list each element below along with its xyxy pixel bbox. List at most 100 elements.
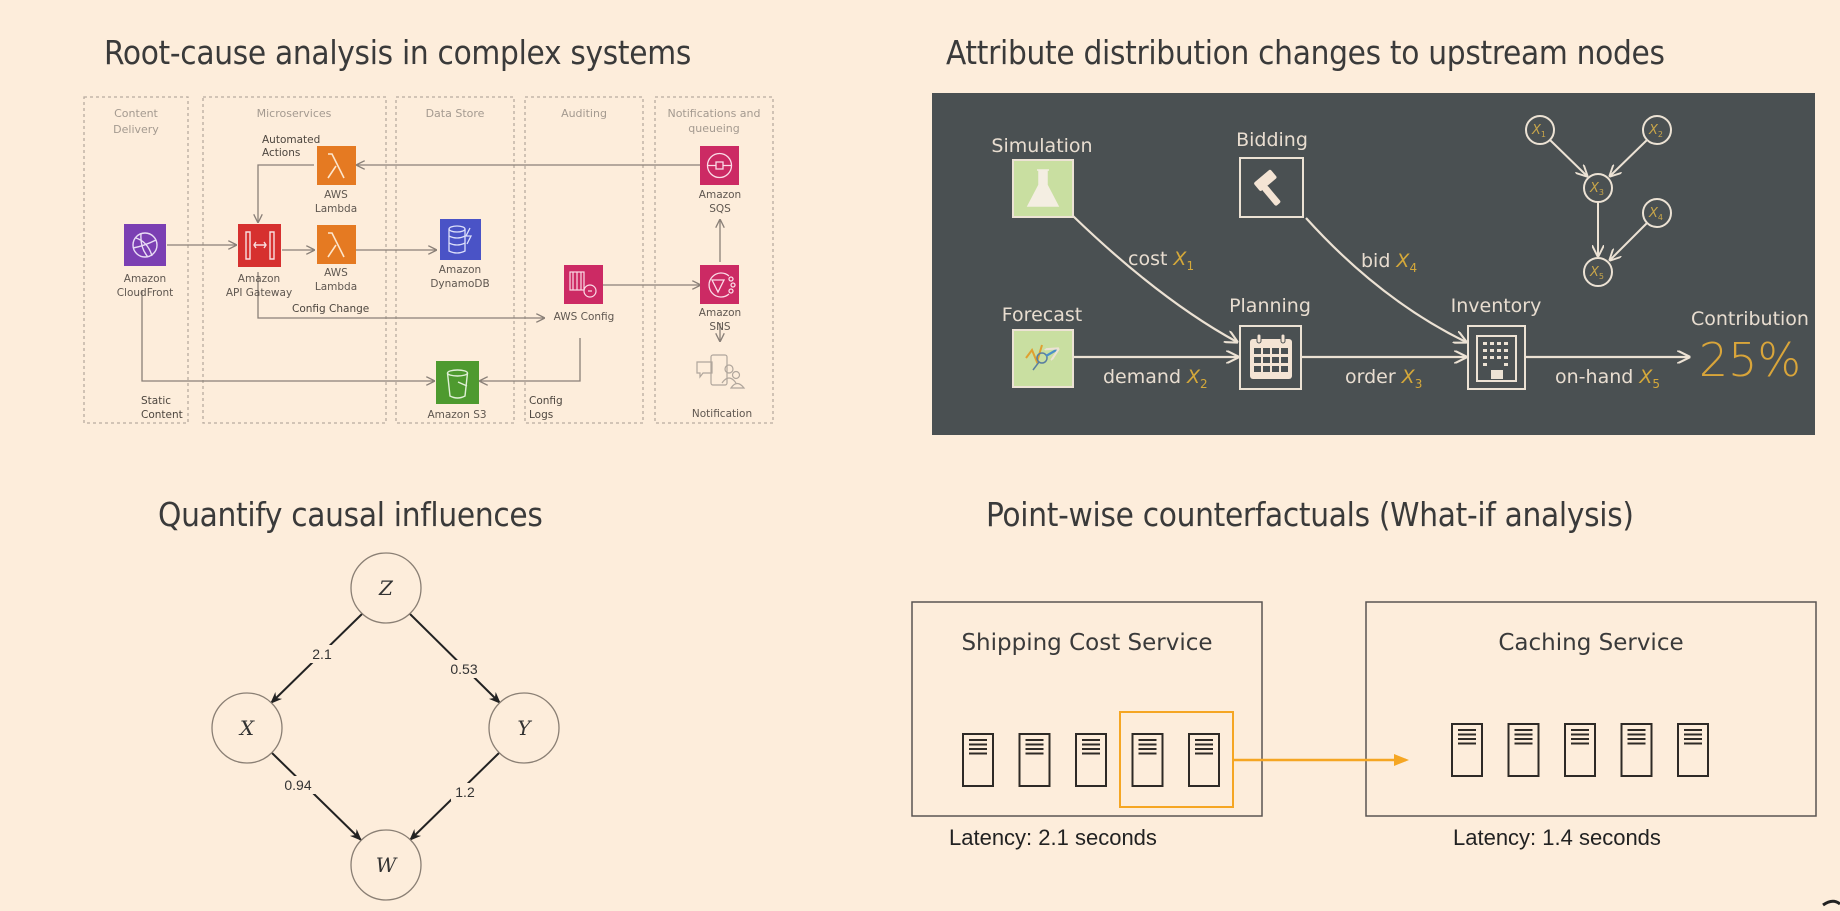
node-inventory[interactable]: [1467, 325, 1526, 390]
architecture-diagram: Content Delivery Microservices Data Stor…: [83, 96, 774, 424]
mini-node-x2: [1642, 115, 1672, 145]
label-aws-config: AWS Config: [554, 311, 615, 323]
weight-bg: [446, 660, 482, 678]
caching-latency: Latency: 1.4 seconds: [1453, 825, 1661, 850]
lane-label-auditing: Auditing: [561, 107, 607, 120]
node-bidding[interactable]: [1239, 157, 1304, 218]
service-api-gateway[interactable]: Amazon API Gateway: [226, 224, 292, 299]
label-apigw-2: API Gateway: [226, 287, 292, 299]
section-title-attribute: Attribute distribution changes to upstre…: [946, 33, 1665, 72]
edge-config-logs: [480, 338, 581, 381]
edge-static-content: [141, 290, 434, 381]
edge-bid: [1305, 217, 1466, 342]
caching-servers: [1451, 723, 1709, 777]
notification-service-icon: [708, 272, 736, 298]
label-sns-2: SNS: [709, 321, 731, 333]
flask-icon: [1026, 169, 1060, 207]
server-icon: [1018, 733, 1051, 787]
shipping-latency: Latency: 2.1 seconds: [949, 825, 1157, 850]
node-y: [488, 692, 560, 764]
mini-node-x3: [1583, 173, 1613, 203]
label-lambda-top-1: AWS: [324, 189, 348, 201]
note-config-logs-2: Logs: [529, 409, 553, 421]
contribution-label: Contribution: [1691, 308, 1809, 330]
lambda-icon: [327, 153, 345, 179]
bucket-icon: [446, 369, 469, 399]
mini-causal-graph: [1525, 115, 1672, 287]
mini-label-x3: X3: [1589, 181, 1604, 197]
label-sqs-2: SQS: [709, 203, 731, 215]
lane-microservices: [202, 96, 387, 424]
weight-z-y: 0.53: [450, 661, 477, 677]
service-cloudfront[interactable]: Amazon CloudFront: [117, 224, 174, 299]
node-z: [350, 552, 422, 624]
node-planning[interactable]: [1239, 325, 1302, 390]
mini-label-x5: X5: [1589, 265, 1604, 281]
label-cloudfront-1: Amazon: [124, 273, 166, 285]
service-lambda-mid[interactable]: AWS Lambda: [315, 225, 357, 293]
server-icon: [1507, 723, 1540, 777]
label-cloudfront-2: CloudFront: [117, 287, 174, 299]
config-icon: [569, 271, 597, 298]
node-w: [350, 829, 422, 901]
shipping-service-title: Shipping Cost Service: [961, 630, 1212, 656]
attribution-panel: Simulation Forecast Bidding Planning Inv…: [932, 93, 1815, 435]
counterfactual-diagram: Shipping Cost Service Caching Service La…: [911, 601, 1817, 850]
edge-automated-actions: [258, 164, 314, 222]
queue-icon: [706, 152, 733, 179]
partial-glyph: [1822, 899, 1840, 907]
edge-cost: [1072, 215, 1237, 342]
lane-label-content-2: Delivery: [113, 123, 159, 136]
service-sns[interactable]: Amazon SNS: [699, 265, 741, 333]
moved-servers-highlight[interactable]: [1119, 711, 1234, 808]
label-dynamodb-2: DynamoDB: [430, 278, 489, 290]
service-dynamodb[interactable]: Amazon DynamoDB: [430, 219, 490, 290]
label-lambda-top-2: Lambda: [315, 203, 357, 215]
calendar-icon: [1250, 333, 1292, 379]
lambda-icon: [327, 232, 345, 258]
section-title-counterfactual: Point-wise counterfactuals (What-if anal…: [986, 495, 1634, 534]
service-aws-config[interactable]: AWS Config: [554, 265, 615, 323]
node-label-y: Y: [517, 716, 532, 740]
lane-label-notifications-2: queueing: [688, 122, 739, 135]
forecast-chart-icon: [1025, 344, 1058, 371]
server-icon: [1188, 733, 1220, 787]
mini-node-x5: [1583, 257, 1613, 287]
mini-edge-x4-x5: [1610, 222, 1648, 260]
shipping-service-box: [911, 601, 1263, 817]
label-s3: Amazon S3: [427, 409, 486, 421]
causal-graph: Z X Y W 2.1 0.53 0.94 1.2: [211, 552, 560, 901]
contribution-value: 25%: [1699, 333, 1801, 387]
edge-z-y: [409, 613, 501, 704]
caching-service-box: [1365, 601, 1817, 817]
node-label-bidding: Bidding: [1236, 129, 1308, 151]
node-label-simulation: Simulation: [991, 135, 1092, 157]
service-sqs[interactable]: Amazon SQS: [699, 146, 741, 215]
lane-notifications: [654, 96, 774, 424]
mini-label-x4: X4: [1648, 206, 1663, 222]
note-static-1: Static: [141, 395, 171, 407]
server-icon: [1620, 723, 1653, 777]
service-lambda-top[interactable]: AWS Lambda: [315, 146, 357, 215]
edge-x-w: [271, 752, 362, 841]
weight-y-w: 1.2: [455, 784, 475, 800]
note-automated-1: Automated: [262, 134, 320, 146]
node-label-x: X: [238, 716, 255, 740]
service-s3[interactable]: Amazon S3: [427, 361, 487, 421]
node-simulation[interactable]: [1012, 159, 1074, 218]
label-apigw-1: Amazon: [238, 273, 280, 285]
note-automated-2: Actions: [262, 147, 300, 159]
mini-node-x1: [1525, 115, 1555, 145]
mini-edge-x1-x3: [1549, 139, 1587, 176]
attribution-background: [932, 93, 1815, 435]
weight-bg: [308, 645, 336, 663]
weight-bg: [451, 783, 479, 801]
server-icon: [1451, 723, 1483, 777]
node-forecast[interactable]: [1012, 329, 1074, 388]
lane-label-data-store: Data Store: [426, 107, 485, 120]
label-lambda-mid-2: Lambda: [315, 281, 357, 293]
